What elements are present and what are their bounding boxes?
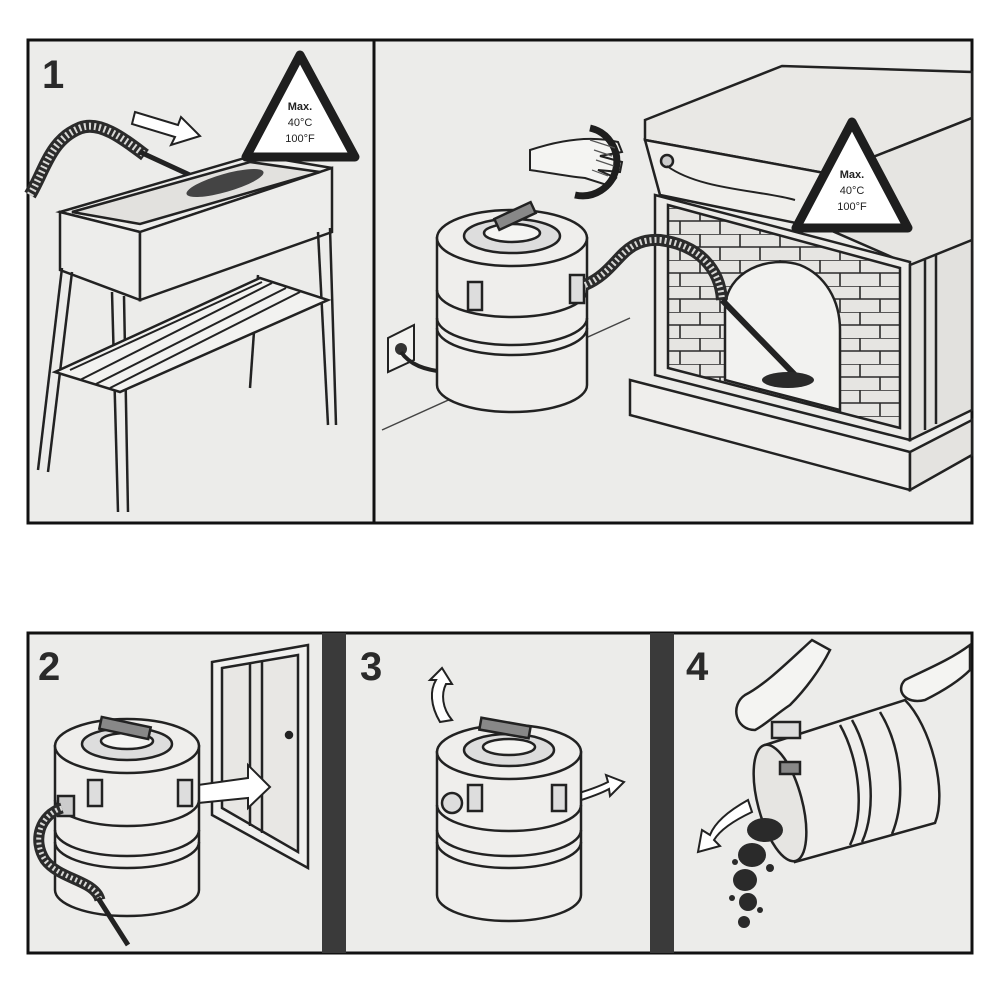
warning-triangle-icon: Max. 40°C 100°F: [241, 50, 360, 162]
warning-fahrenheit-2: 100°F: [837, 201, 867, 213]
ash-vacuum-icon: [435, 716, 583, 923]
warning-triangle-icon: Max. 40°C 100°F: [791, 117, 913, 233]
suction-tube: [95, 896, 131, 947]
barbecue-grill-icon: [36, 153, 338, 513]
falling-ash: [729, 818, 783, 928]
direction-arrow-icon: [427, 666, 454, 724]
warning-fahrenheit-1: 100°F: [285, 133, 315, 145]
direction-arrow-icon: [130, 110, 202, 147]
warning-max-1: Max.: [288, 101, 312, 113]
step-number-4: 4: [686, 645, 709, 689]
panel-step-1-fireplace: Max. 40°C 100°F: [381, 64, 974, 493]
panel-step-2: 2: [33, 643, 310, 947]
warning-max-2: Max.: [840, 169, 864, 181]
step-number-2: 2: [38, 645, 60, 689]
hands: [735, 638, 972, 732]
direction-arrow-icon: [197, 762, 272, 811]
fireplace-icon: [628, 64, 974, 493]
step-number-3: 3: [360, 645, 382, 689]
ash-vacuum-icon: [752, 698, 941, 864]
ash-pile: [762, 372, 814, 388]
suction-tube: [719, 297, 798, 378]
hand-touch-icon: [529, 124, 624, 200]
direction-arrow-icon: [570, 773, 626, 804]
bottom-divider-2: [650, 633, 674, 953]
direction-arrow-icon: [696, 798, 754, 854]
panel-step-1: 1: [24, 50, 360, 513]
ash-vacuum-icon: [435, 200, 589, 414]
step-number-1: 1: [42, 53, 64, 97]
warning-celsius-2: 40°C: [840, 185, 865, 197]
bottom-divider-1: [322, 633, 346, 953]
panel-step-4: 4: [686, 638, 972, 928]
ash-vacuum-icon: [53, 715, 201, 918]
warning-celsius-1: 40°C: [288, 117, 313, 129]
panel-step-3: 3: [360, 645, 626, 923]
door-icon: [210, 643, 310, 871]
